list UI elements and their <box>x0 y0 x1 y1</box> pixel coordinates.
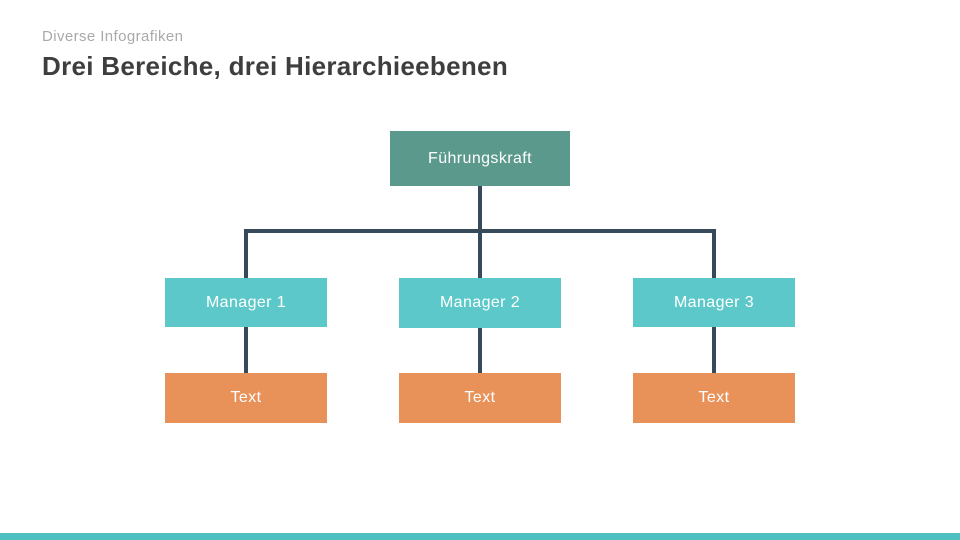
connector-manager1-drop <box>244 231 248 278</box>
org-node-manager-3: Manager 3 <box>633 278 795 327</box>
org-node-manager-1: Manager 1 <box>165 278 327 327</box>
connector-root-drop <box>478 186 482 233</box>
org-node-text-1: Text <box>165 373 327 423</box>
eyebrow-label: Diverse Infografiken <box>42 28 184 45</box>
slide-title: Drei Bereiche, drei Hierarchieebenen <box>42 51 509 81</box>
connector-manager1-to-leaf <box>244 327 248 373</box>
connector-manager3-drop <box>712 231 716 278</box>
connector-manager3-to-leaf <box>712 327 716 373</box>
org-node-text-3: Text <box>633 373 795 423</box>
org-node-text-2: Text <box>399 373 561 423</box>
footer-accent-bar <box>0 533 960 540</box>
connector-manager2-to-leaf <box>478 328 482 373</box>
org-node-root: Führungskraft <box>390 131 570 186</box>
org-node-manager-2: Manager 2 <box>399 278 561 328</box>
connector-manager2-drop <box>478 231 482 278</box>
